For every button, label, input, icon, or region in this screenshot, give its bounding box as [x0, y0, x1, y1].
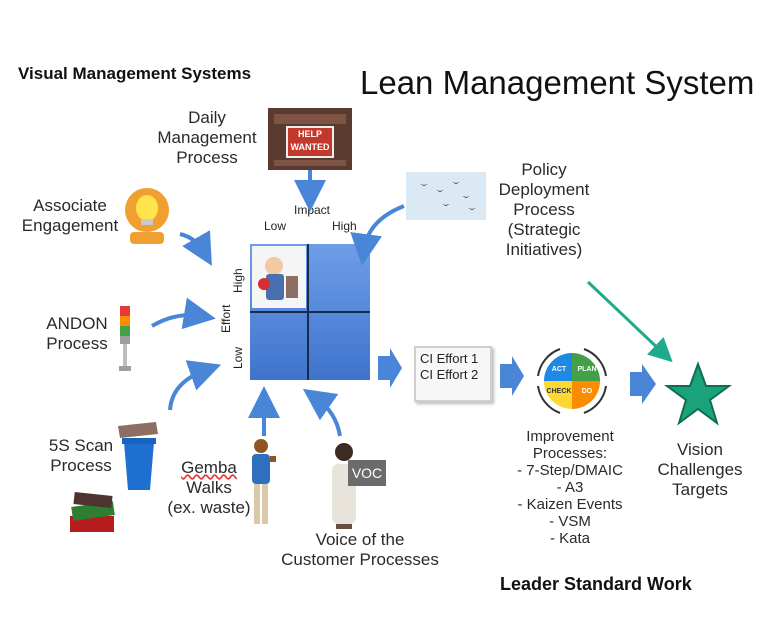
- help-wanted-image: HELP WANTED: [268, 108, 352, 170]
- matrix-x-high: High: [332, 219, 357, 233]
- birds-formation-image: [406, 172, 486, 220]
- vision-star-icon: [663, 361, 733, 426]
- daily-management-label: Daily Management Process: [157, 108, 257, 167]
- improvement-processes-label: Improvement Processes: - 7-Step/DMAIC - …: [517, 428, 623, 547]
- pdca-wheel: ACT PLAN DO CHECK: [530, 346, 614, 416]
- andon-light-icon: [118, 306, 132, 372]
- page-title: Lean Management System: [360, 64, 755, 101]
- arrow-5s-to-matrix: [168, 360, 222, 411]
- arrow-pdca-to-star: [630, 364, 656, 404]
- visual-management-title: Visual Management Systems: [18, 64, 252, 83]
- arrow-engagement-to-matrix: [179, 230, 212, 266]
- ci-effort-board: CI Effort 1 CI Effort 2: [414, 346, 492, 402]
- gemba-person-icon: [244, 438, 278, 528]
- voc-person-icon: VOC: [322, 440, 386, 530]
- binders-icon: [66, 492, 118, 536]
- andon-label: ANDON Process: [46, 314, 108, 353]
- gemba-label: Gemba Walks (ex. waste): [167, 458, 251, 517]
- arrow-voc-to-matrix: [302, 388, 342, 437]
- arrow-policy-to-matrix: [350, 204, 405, 266]
- arrow-ci-to-pdca: [500, 356, 524, 396]
- matrix-x-low: Low: [264, 219, 287, 233]
- policy-deployment-label: Policy Deployment Process (Strategic Ini…: [498, 160, 590, 259]
- arrow-policy-to-vision: [586, 280, 673, 363]
- lightbulb-person-icon: [122, 186, 172, 246]
- vision-label: Vision Challenges Targets: [657, 440, 743, 499]
- voc-sign: VOC: [348, 460, 386, 486]
- associate-engagement-label: Associate Engagement: [21, 196, 119, 235]
- trash-bin-icon: [110, 420, 162, 494]
- five-s-label: 5S Scan Process: [48, 436, 114, 475]
- voc-processes-label: Voice of the Customer Processes: [281, 530, 439, 569]
- leader-standard-work-label: Leader Standard Work: [500, 574, 692, 594]
- impact-effort-matrix: [250, 244, 370, 380]
- arrow-andon-to-matrix: [150, 297, 216, 330]
- arrow-matrix-to-ci: [378, 348, 402, 388]
